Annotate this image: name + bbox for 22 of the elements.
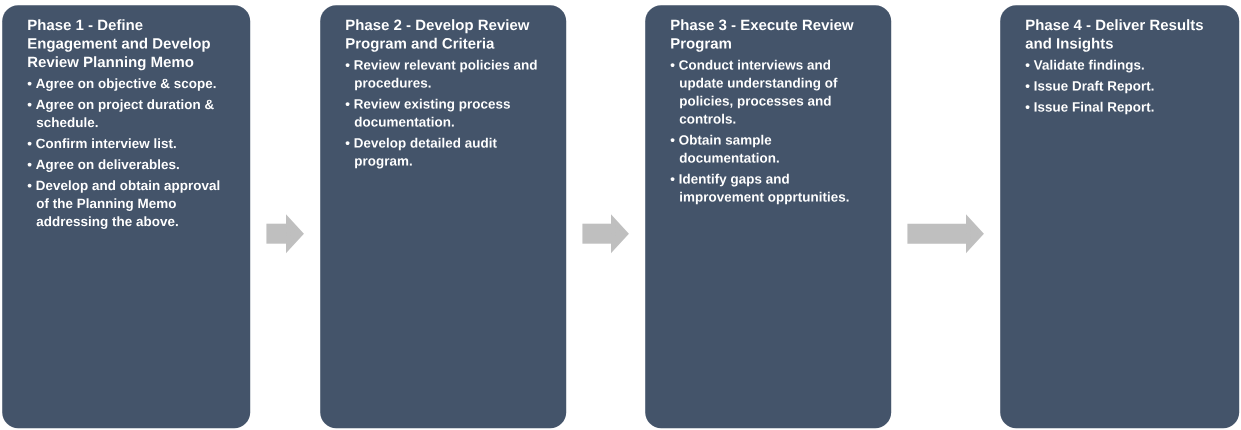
phase-box <box>2 5 251 429</box>
bullet-item: • Issue Final Report. <box>1025 101 1154 115</box>
phase-heading: Phase 1 - Define Engagement and Develop Review Planning Memo <box>28 19 210 71</box>
bullet-item: • Obtain sample documentation. <box>670 134 779 163</box>
phase-heading: Phase 2 - Develop Review Program and Criteria <box>346 19 530 52</box>
bullet-item: • Confirm interview list. <box>27 138 176 149</box>
bullet-item: • Identify gaps and improvement opprtunities. <box>670 173 849 205</box>
phase-heading: Phase 3 - Execute Review Program <box>671 19 854 52</box>
bullet-item: • Develop and obtain approval of the Planning Memo addressing the above. <box>27 180 220 229</box>
bullet-item: • Review existing process documentation. <box>345 98 510 127</box>
bullet-item: • Develop detailed audit program. <box>345 137 497 169</box>
bullet-item: • Agree on objective & scope. <box>27 78 216 91</box>
phase-box <box>645 5 892 429</box>
phase-box <box>320 5 567 429</box>
bullet-item: • Validate findings. <box>1025 59 1144 73</box>
phase-box <box>1000 5 1240 429</box>
bullet-item: • Agree on project duration & schedule. <box>27 99 214 128</box>
bullet-item: • Conduct interviews and update understanding of policies, processes and controls. <box>670 59 838 124</box>
phase-heading: Phase 4 - Deliver Results and Insights <box>1025 19 1203 52</box>
bullet-item: • Agree on deliverables. <box>27 159 179 172</box>
bullet-item: • Review relevant policies and procedures. <box>345 59 537 91</box>
bullet-item: • Issue Draft Report. <box>1025 80 1154 94</box>
